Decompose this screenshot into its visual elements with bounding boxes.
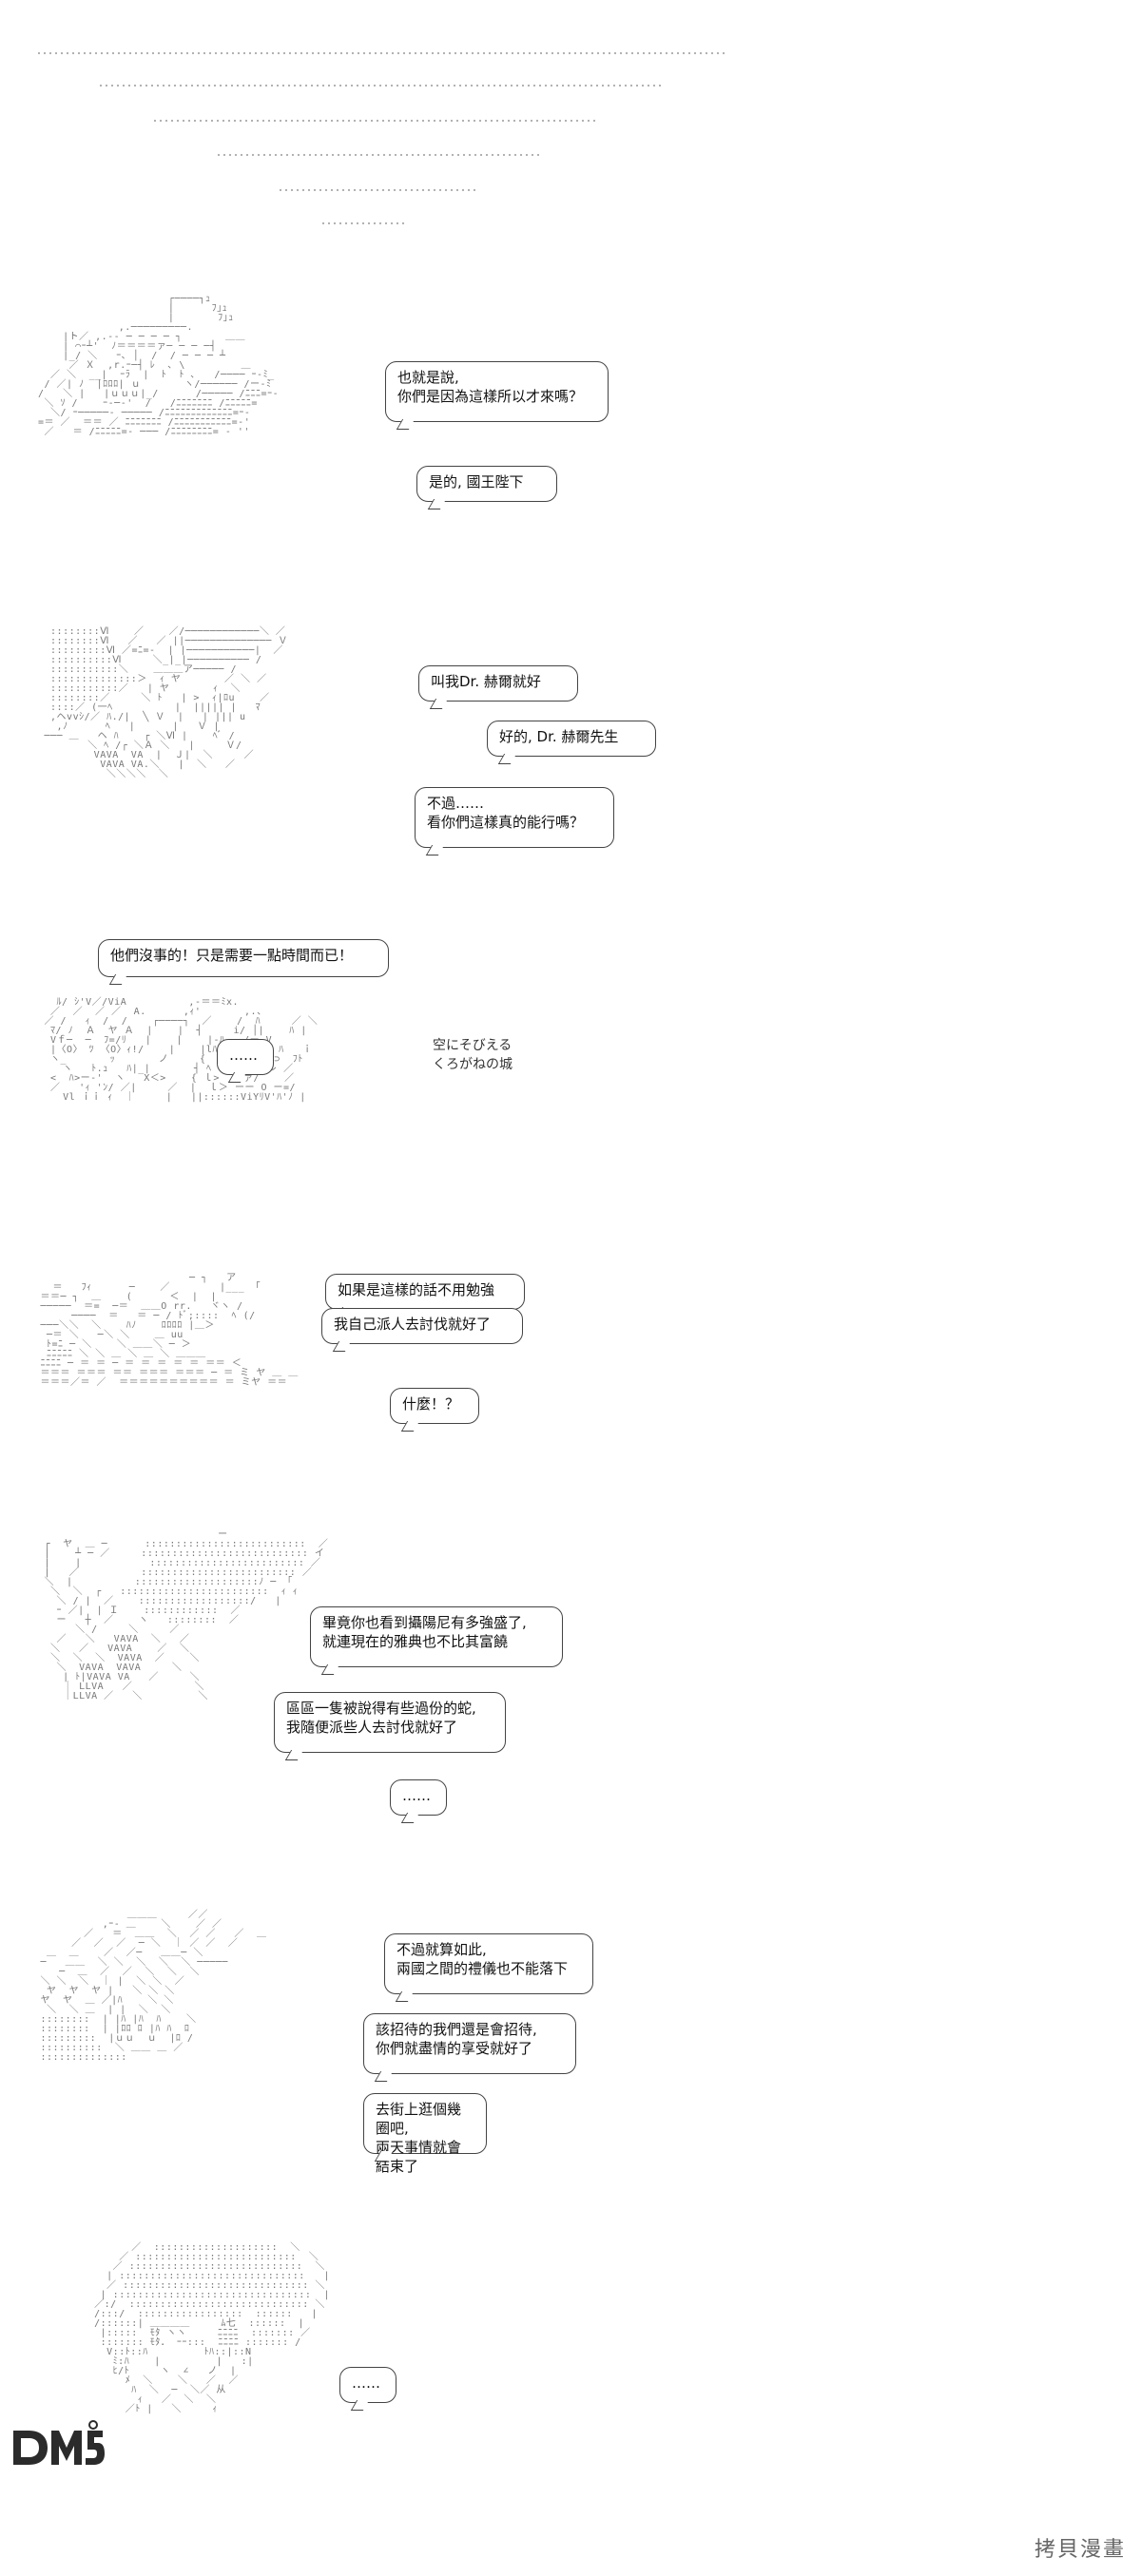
panel-4: ─ ┐ ア ＝ ﾌｨ ─ ／ |___ 「 ＝＝─ ┐ ＿ ( ＜ | | ──… — [0, 1255, 1141, 1502]
ascii-art-doctor: ::::::::Ⅵ ／ ／/────────────＼ ／ ::::::::Ⅵ … — [44, 626, 288, 779]
ascii-art-king: ┌────┐ｭ | ﾌ｣ｭ | ﾌ｣ｭ ,.─────────. |ト／ ,.-… — [38, 294, 280, 437]
speech-bubble: 他們沒事的！只是需要一點時間而已！ — [98, 939, 389, 977]
speech-bubble: 如果是這樣的話不用勉強 — [325, 1274, 525, 1310]
panel-7: ／ :::::::::::::::::::: ＼ ／ :::::::::::::… — [0, 2215, 1141, 2528]
panel-1: ┌────┐ｭ | ﾌ｣ｭ | ﾌ｣ｭ ,.─────────. |ト／ ,.-… — [0, 285, 1141, 589]
ascii-art-portrait: ／ :::::::::::::::::::: ＼ ／ :::::::::::::… — [94, 2242, 330, 2414]
dm5-logo — [10, 2419, 105, 2472]
speech-bubble: …… — [217, 1039, 274, 1075]
speech-bubble: 好的, Dr. 赫爾先生 — [487, 721, 656, 757]
ascii-art-scene: ＿＿＿ ／／ ,ｰ‐ ＿ ＼ ／ ／ ／ ＝ ＿＿ ＼ ／ ／ ／ ＿ ／ ／ … — [40, 1910, 267, 2063]
speech-bubble: 叫我Dr. 赫爾就好 — [418, 665, 578, 702]
speech-bubble: 也就是說, 你們是因為這樣所以才來嗎？ — [385, 361, 609, 422]
speech-bubble: 區區一隻被說得有些過份的蛇, 我隨便派些人去討伐就好了 — [274, 1692, 506, 1753]
speech-bubble: …… — [390, 1779, 447, 1816]
speech-bubble: 該招待的我們還是會招待, 你們就盡情的享受就好了 — [363, 2013, 576, 2074]
speech-bubble: 什麼！？ — [390, 1388, 479, 1424]
speech-bubble: …… — [339, 2367, 396, 2403]
ascii-art-figure: ー ┌ ヤ ＿ ─ :::::::::::::::::::::::::: ／ |… — [44, 1529, 329, 1701]
speech-bubble: 不過就算如此, 兩國之間的禮儀也不能落下 — [384, 1933, 593, 1994]
speech-bubble: 不過…… 看你們這樣真的能行嗎？ — [415, 787, 614, 848]
speech-bubble: 去街上逛個幾圈吧, 兩天事情就會結束了 — [363, 2093, 487, 2175]
speech-bubble: 畢竟你也看到攝陽尼有多強盛了, 就連現在的雅典也不比其富饒 — [310, 1606, 563, 1667]
panel-2: ::::::::Ⅵ ／ ／/────────────＼ ／ ::::::::Ⅵ … — [0, 627, 1141, 894]
panel-3: 他們沒事的！只是需要一點時間而已！ ﾙ/ ｼ'V／/ViA ,-＝＝ﾐx. ／ … — [0, 932, 1141, 1217]
dm5-logo-graphic — [13, 2420, 105, 2465]
speech-bubble: 是的, 國王陛下 — [416, 466, 557, 502]
speech-bubble: 我自己派人去討伐就好了 — [321, 1308, 523, 1344]
panel-5: ー ┌ ヤ ＿ ─ :::::::::::::::::::::::::: ／ |… — [0, 1521, 1141, 1863]
caption-text: 空にそびえる くろがねの城 — [433, 1038, 512, 1072]
panel-6: ＿＿＿ ／／ ,ｰ‐ ＿ ＼ ／ ／ ／ ＝ ＿＿ ＼ ／ ／ ／ ＿ ／ ／ … — [0, 1892, 1141, 2205]
watermark-text: 拷貝漫畫 — [1034, 2538, 1126, 2562]
ascii-art-crowd: ─ ┐ ア ＝ ﾌｨ ─ ／ |___ 「 ＝＝─ ┐ ＿ ( ＜ | | ──… — [40, 1273, 299, 1388]
ascii-art-group: ﾙ/ ｼ'V／/ViA ,-＝＝ﾐx. ／ ／ ／ ／ A. ,ｨ' ,.、 ／… — [44, 997, 319, 1103]
